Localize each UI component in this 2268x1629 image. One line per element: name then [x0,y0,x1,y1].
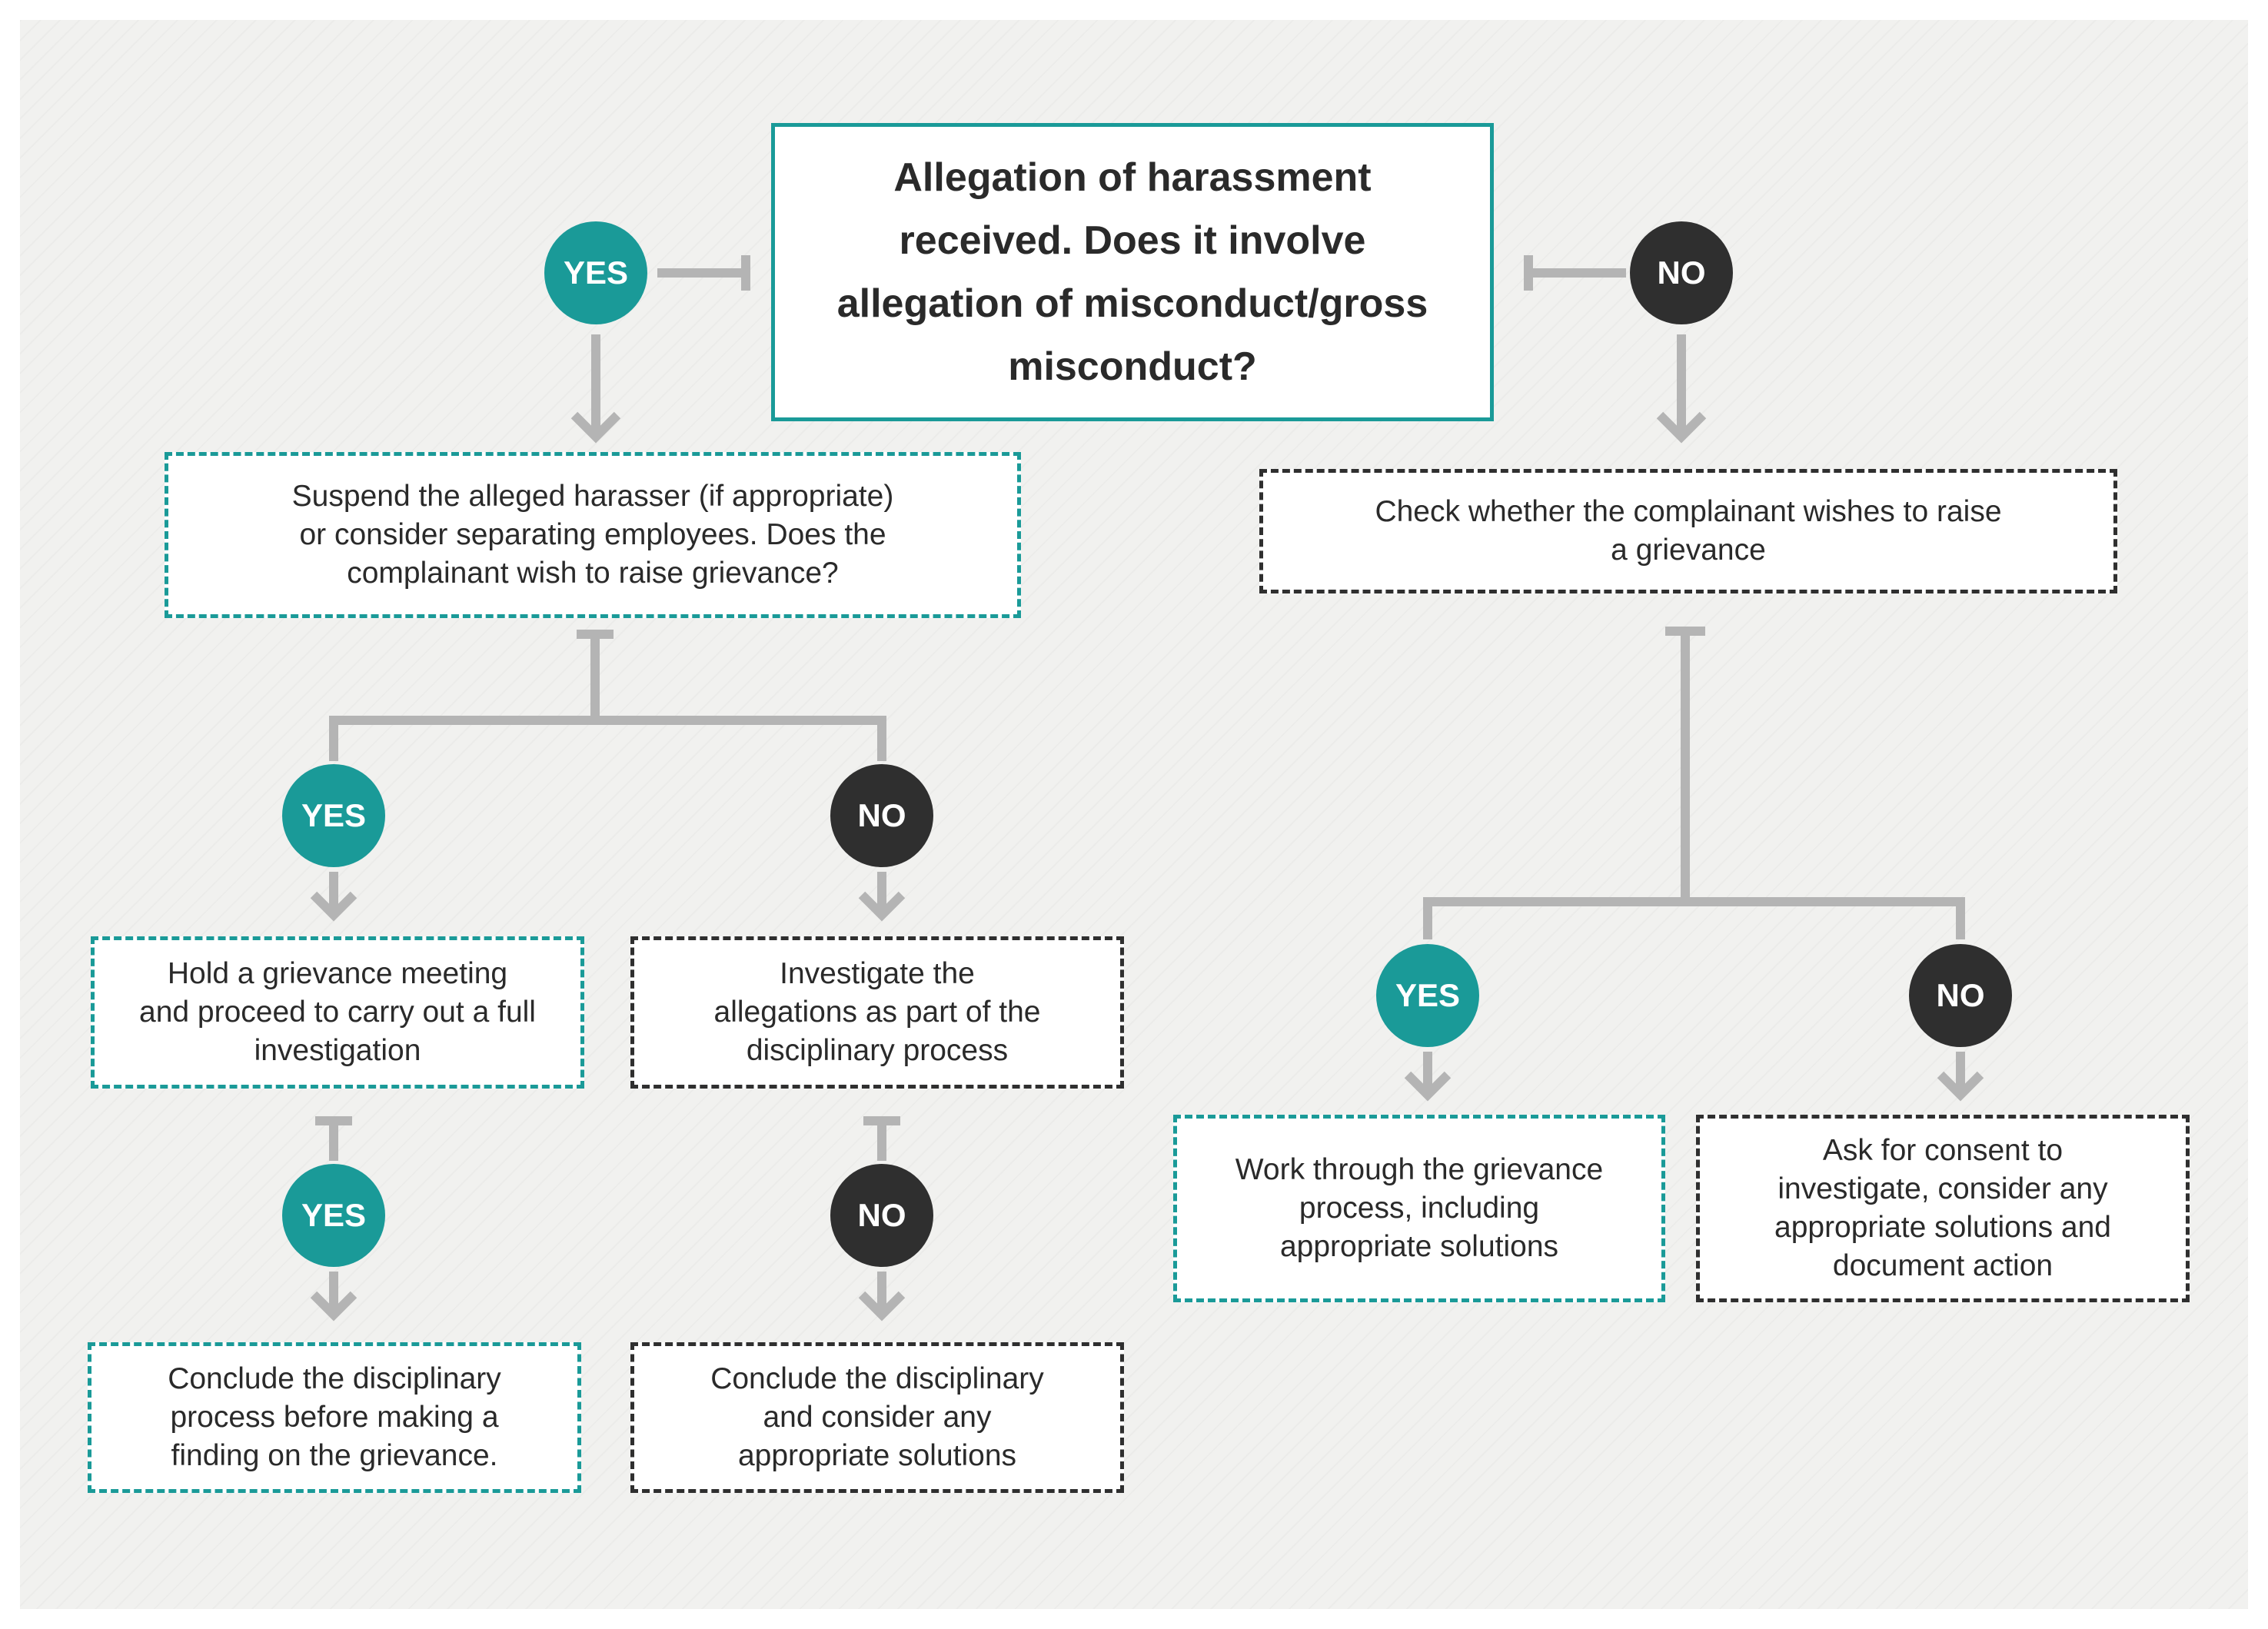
allegation-question-text: Allegation of harassment received. Does … [836,155,1428,389]
check-grievance-box: Check whether the complainant wishes to … [1259,469,2117,593]
no-badge-top: NO [1630,221,1733,324]
investigate-text: Investigate the allegations as part of t… [713,957,1041,1067]
suspend-text: Suspend the alleged harasser (if appropr… [291,480,894,590]
arrow-yes-to-work [1404,1052,1452,1102]
connector-question-yes [657,255,750,291]
yes-badge-top: YES [544,221,647,324]
conclude-before-finding-text: Conclude the disciplinary process before… [168,1362,501,1472]
hold-meeting-box: Hold a grievance meeting and proceed to … [91,936,584,1089]
no-badge-label: NO [857,1197,906,1233]
work-through-box: Work through the grievance process, incl… [1173,1115,1665,1302]
yes-badge-label: YES [301,1197,367,1233]
arrow-yes-to-conclude [310,1272,357,1321]
yes-badge-check: YES [1376,944,1479,1047]
no-badge-suspend: NO [830,764,933,867]
no-badge-label: NO [1936,977,1985,1013]
conclude-consider-box: Conclude the disciplinary and consider a… [630,1342,1124,1493]
yes-badge-suspend: YES [282,764,385,867]
no-badge-label: NO [1657,254,1706,291]
connector-question-no [1524,255,1626,291]
suspend-box: Suspend the alleged harasser (if appropr… [165,452,1021,618]
arrow-no-to-check [1656,334,1707,444]
connector-hold-yes [315,1116,352,1161]
branch-check [1423,627,1965,939]
connector-investigate-no [863,1116,900,1161]
branch-suspend [329,630,886,761]
check-grievance-text: Check whether the complainant wishes to … [1375,495,2002,567]
no-badge-check: NO [1909,944,2012,1047]
arrow-yes-to-suspend [570,334,621,444]
yes-badge-label: YES [1395,977,1461,1013]
no-badge-investigate: NO [830,1164,933,1267]
allegation-question-box: Allegation of harassment received. Does … [771,123,1494,421]
arrow-yes-to-hold [310,872,357,922]
yes-badge-label: YES [563,254,629,291]
work-through-text: Work through the grievance process, incl… [1235,1153,1604,1263]
arrow-no-to-investigate [858,872,906,922]
investigate-box: Investigate the allegations as part of t… [630,936,1124,1089]
yes-badge-hold: YES [282,1164,385,1267]
conclude-before-finding-box: Conclude the disciplinary process before… [88,1342,581,1493]
yes-badge-label: YES [301,797,367,833]
conclude-consider-text: Conclude the disciplinary and consider a… [710,1362,1044,1472]
ask-consent-text: Ask for consent to investigate, consider… [1774,1134,2111,1282]
arrow-no-to-conclude [858,1272,906,1321]
ask-consent-box: Ask for consent to investigate, consider… [1696,1115,2190,1302]
arrow-no-to-consent [1937,1052,1984,1102]
no-badge-label: NO [857,797,906,833]
hold-meeting-text: Hold a grievance meeting and proceed to … [139,957,536,1067]
